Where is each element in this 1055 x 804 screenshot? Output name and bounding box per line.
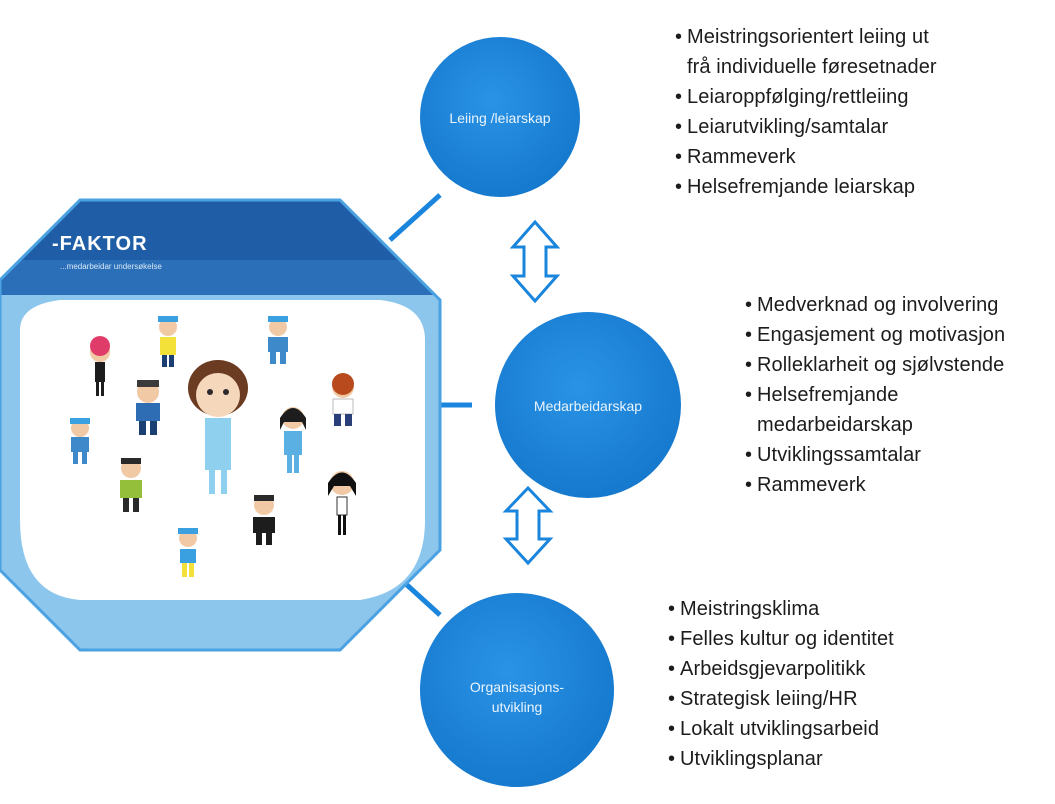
double-arrow-top: [509, 219, 561, 304]
list-item: •Utviklingssamtalar: [745, 444, 922, 466]
list-medarbeidarskap: •Medverknad og involvering •Engasjement …: [745, 290, 1005, 500]
list-item: •Leiarutvikling/samtalar: [675, 116, 889, 138]
list-item: •Meistringsklima: [668, 598, 820, 620]
connector-top: [388, 193, 442, 242]
panel-outline: [0, 198, 442, 652]
list-item: •Helsefremjande leiarskap: [675, 176, 916, 198]
person-figure-11: [178, 528, 198, 577]
panel-brand-title: -FAKTOR: [52, 233, 148, 255]
list-item: •Meistringsorientert leiing ut frå indiv…: [675, 26, 937, 78]
list-item: •Medverknad og involvering: [745, 294, 999, 316]
list-item: •Helsefremjande medarbeidarskap: [745, 384, 914, 436]
list-item: •Felles kultur og identitet: [668, 628, 894, 650]
list-item: •Rammeverk: [675, 146, 796, 168]
double-arrow-bottom: [502, 485, 554, 566]
person-figure-7: [280, 407, 306, 473]
person-figure-5: [70, 418, 90, 464]
list-item: •Leiaroppfølging/rettleiing: [675, 86, 909, 108]
circle-label-leiing: Leiing /leiarskap: [449, 110, 551, 126]
list-item: •Utviklingsplanar: [668, 748, 823, 770]
person-figure-2: [268, 316, 288, 364]
person-figure-3: [90, 336, 110, 396]
person-figure-4: [136, 380, 160, 435]
person-figure-main: [188, 360, 248, 494]
list-leiing: •Meistringsorientert leiing ut frå indiv…: [675, 22, 937, 202]
list-item: •Rolleklarheit og sjølvstende: [745, 354, 1005, 376]
list-item: •Rammeverk: [745, 474, 866, 496]
circle-organisasjonsutvikling: [420, 593, 614, 787]
panel-brand-subtitle: ...medarbeidar undersøkelse: [60, 262, 162, 271]
list-item: •Arbeidsgjevarpolitikk: [668, 658, 866, 680]
list-organisasjonsutvikling: •Meistringsklima •Felles kultur og ident…: [668, 594, 894, 774]
circle-leiing: [420, 37, 580, 197]
circle-label-organisasjonsutvikling: Organisasjons- utvikling: [469, 679, 565, 715]
list-item: •Engasjement og motivasjon: [745, 324, 1006, 346]
list-item: •Strategisk leiing/HR: [668, 688, 858, 710]
person-figure-6: [332, 373, 354, 426]
person-figure-10: [253, 495, 275, 545]
list-item: •Lokalt utviklingsarbeid: [668, 718, 880, 740]
circle-label-medarbeidarskap: Medarbeidarskap: [533, 398, 643, 414]
circle-medarbeidarskap: [495, 312, 681, 498]
person-figure-9: [328, 471, 356, 535]
person-figure-8: [120, 458, 142, 512]
person-figure-1: [158, 316, 178, 367]
